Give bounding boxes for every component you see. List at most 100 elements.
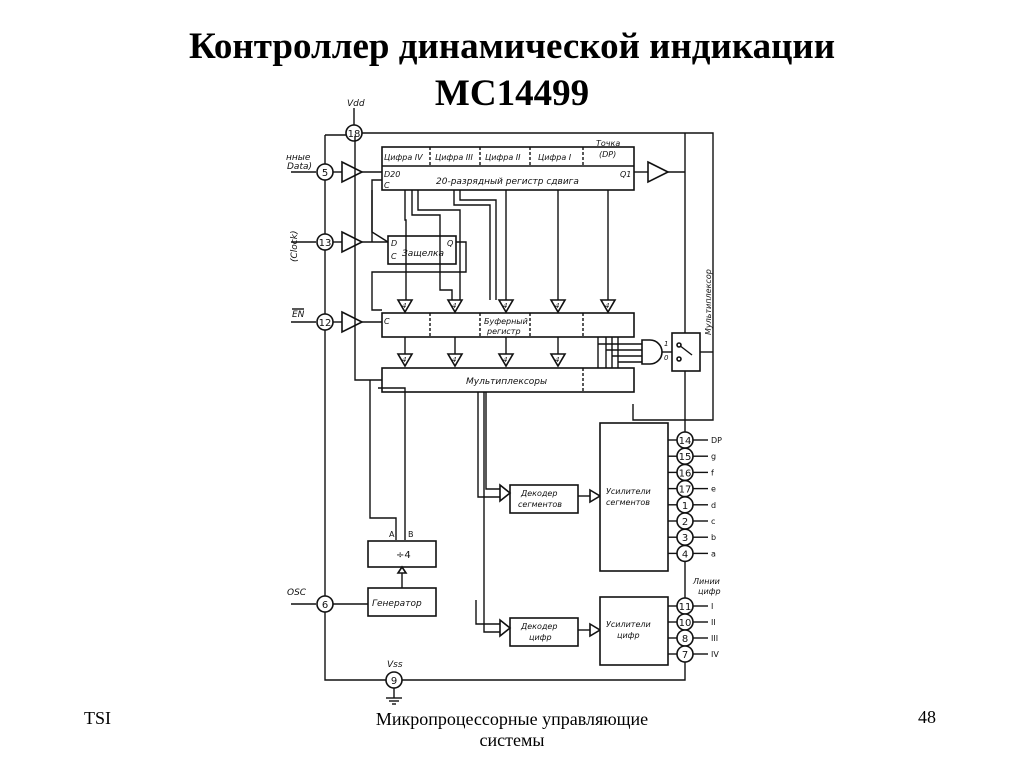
header-point: Точка xyxy=(596,139,620,148)
svg-text:C: C xyxy=(384,317,390,326)
svg-text:Data): Data) xyxy=(287,162,312,172)
digit-amplifiers: Усилители цифр xyxy=(599,596,669,666)
digit-decoder: Декодер цифр xyxy=(499,617,602,647)
output-pin-number: 10 xyxy=(679,618,692,629)
register-bus xyxy=(404,190,609,300)
output-pin-label: a xyxy=(711,549,716,558)
latch-block: D C Q Защелка xyxy=(371,190,467,311)
vss-pin-number: 9 xyxy=(391,676,397,687)
divide-by-four-counter: A B ÷4 xyxy=(367,380,437,588)
svg-text:Vss: Vss xyxy=(387,660,403,670)
svg-text:A: A xyxy=(389,530,395,539)
output-pin-number: 2 xyxy=(682,517,688,528)
output-pin-label: II xyxy=(711,618,716,627)
svg-text:D: D xyxy=(391,239,397,248)
output-pin-number: 16 xyxy=(679,468,692,479)
svg-text:4: 4 xyxy=(402,302,406,310)
output-buffer-triangle xyxy=(647,160,670,184)
segment-decoder: Декодер сегментов xyxy=(499,483,602,514)
svg-text:B: B xyxy=(408,530,414,539)
svg-text:C: C xyxy=(384,181,390,190)
output-pin-label: III xyxy=(711,634,718,643)
svg-text:4: 4 xyxy=(605,302,609,310)
buffer-to-mux-bus: 4 4 4 4 xyxy=(396,337,672,368)
vdd-pin-number: 18 xyxy=(348,129,361,140)
svg-text:4: 4 xyxy=(452,302,456,310)
data-pin-number: 5 xyxy=(322,168,328,179)
svg-text:цифр: цифр xyxy=(698,587,721,596)
output-pin-row: 11 I xyxy=(668,597,713,615)
latch-label: Защелка xyxy=(402,249,444,259)
osc-pin: OSC 6 xyxy=(287,588,368,613)
svg-text:Декодер: Декодер xyxy=(520,489,557,498)
svg-text:нные: нные xyxy=(286,153,311,163)
output-pin-label: c xyxy=(711,517,715,526)
svg-text:4: 4 xyxy=(555,356,559,364)
output-pin-row: 10 II xyxy=(668,613,716,631)
svg-text:Q: Q xyxy=(447,239,453,248)
osc-pin-number: 6 xyxy=(322,600,328,611)
generator-block: Генератор xyxy=(367,587,437,617)
output-pin-number: 11 xyxy=(679,602,692,613)
slide-title: Контроллер динамической индикации xyxy=(188,26,836,67)
output-pin-number: 8 xyxy=(682,634,688,645)
output-pin-number: 3 xyxy=(682,533,688,544)
svg-text:4: 4 xyxy=(503,356,507,364)
output-pin-number: 17 xyxy=(679,485,692,496)
output-pin-label: b xyxy=(711,533,716,542)
digit-lines-caption: Линии цифр xyxy=(692,577,721,596)
svg-text:Декодер: Декодер xyxy=(520,622,557,631)
svg-text:C: C xyxy=(391,252,397,261)
dp-multiplexer: 1 0 Мультиплексор xyxy=(664,269,713,372)
svg-text:Усилители: Усилители xyxy=(606,487,651,496)
vss-pin: Vss 9 xyxy=(385,660,403,705)
dp-multiplexer-label: Мультиплексор xyxy=(704,269,713,335)
output-pin-number: 15 xyxy=(679,452,692,463)
footer-course-title: Микропроцессорные управляющие системы xyxy=(375,709,649,750)
decoder-feed-lines xyxy=(475,392,500,633)
output-pin-label: e xyxy=(711,485,716,494)
svg-text:EN: EN xyxy=(292,310,305,320)
clock-pin-number: 13 xyxy=(319,238,332,249)
generator-label: Генератор xyxy=(372,599,422,609)
en-pin-number: 12 xyxy=(319,318,332,329)
svg-text:Линии: Линии xyxy=(692,577,720,586)
svg-text:4: 4 xyxy=(503,302,507,310)
output-pin-number: 7 xyxy=(682,650,688,661)
header-digit-i: Цифра I xyxy=(538,153,572,162)
header-digit-ii: Цифра II xyxy=(485,153,521,162)
shift-register-label: 20-разрядный регистр сдвига xyxy=(436,177,579,187)
data-pin: нные Data) 5 xyxy=(286,153,382,184)
clock-pin: (Clock) 13 xyxy=(290,179,388,262)
output-pin-number: 14 xyxy=(679,436,692,447)
header-digit-iv: Цифра IV xyxy=(384,153,423,162)
svg-text:сегментов: сегментов xyxy=(518,500,562,509)
header-dp: (DP) xyxy=(599,150,616,159)
svg-text:1: 1 xyxy=(664,340,668,348)
svg-text:OSC: OSC xyxy=(287,588,307,598)
svg-text:4: 4 xyxy=(555,302,559,310)
output-pin-label: d xyxy=(711,501,716,510)
output-pin-label: I xyxy=(711,602,713,611)
svg-text:цифр: цифр xyxy=(617,631,640,640)
svg-text:÷4: ÷4 xyxy=(396,550,411,561)
svg-text:сегментов: сегментов xyxy=(606,498,650,507)
bus-width-markers: 4 4 4 4 4 xyxy=(396,299,617,314)
svg-text:4: 4 xyxy=(452,356,456,364)
output-pin-label: g xyxy=(711,452,716,461)
shift-register: Цифра IV Цифра III Цифра II Цифра I Точк… xyxy=(381,139,685,191)
svg-text:(Clock): (Clock) xyxy=(290,231,300,262)
output-pin-row: 15 g xyxy=(668,447,716,466)
buffer-register-label-1: Буферный xyxy=(484,317,528,326)
svg-text:D20: D20 xyxy=(384,170,400,179)
and-gate xyxy=(641,339,663,365)
footer-left-label: TSI xyxy=(84,708,111,728)
